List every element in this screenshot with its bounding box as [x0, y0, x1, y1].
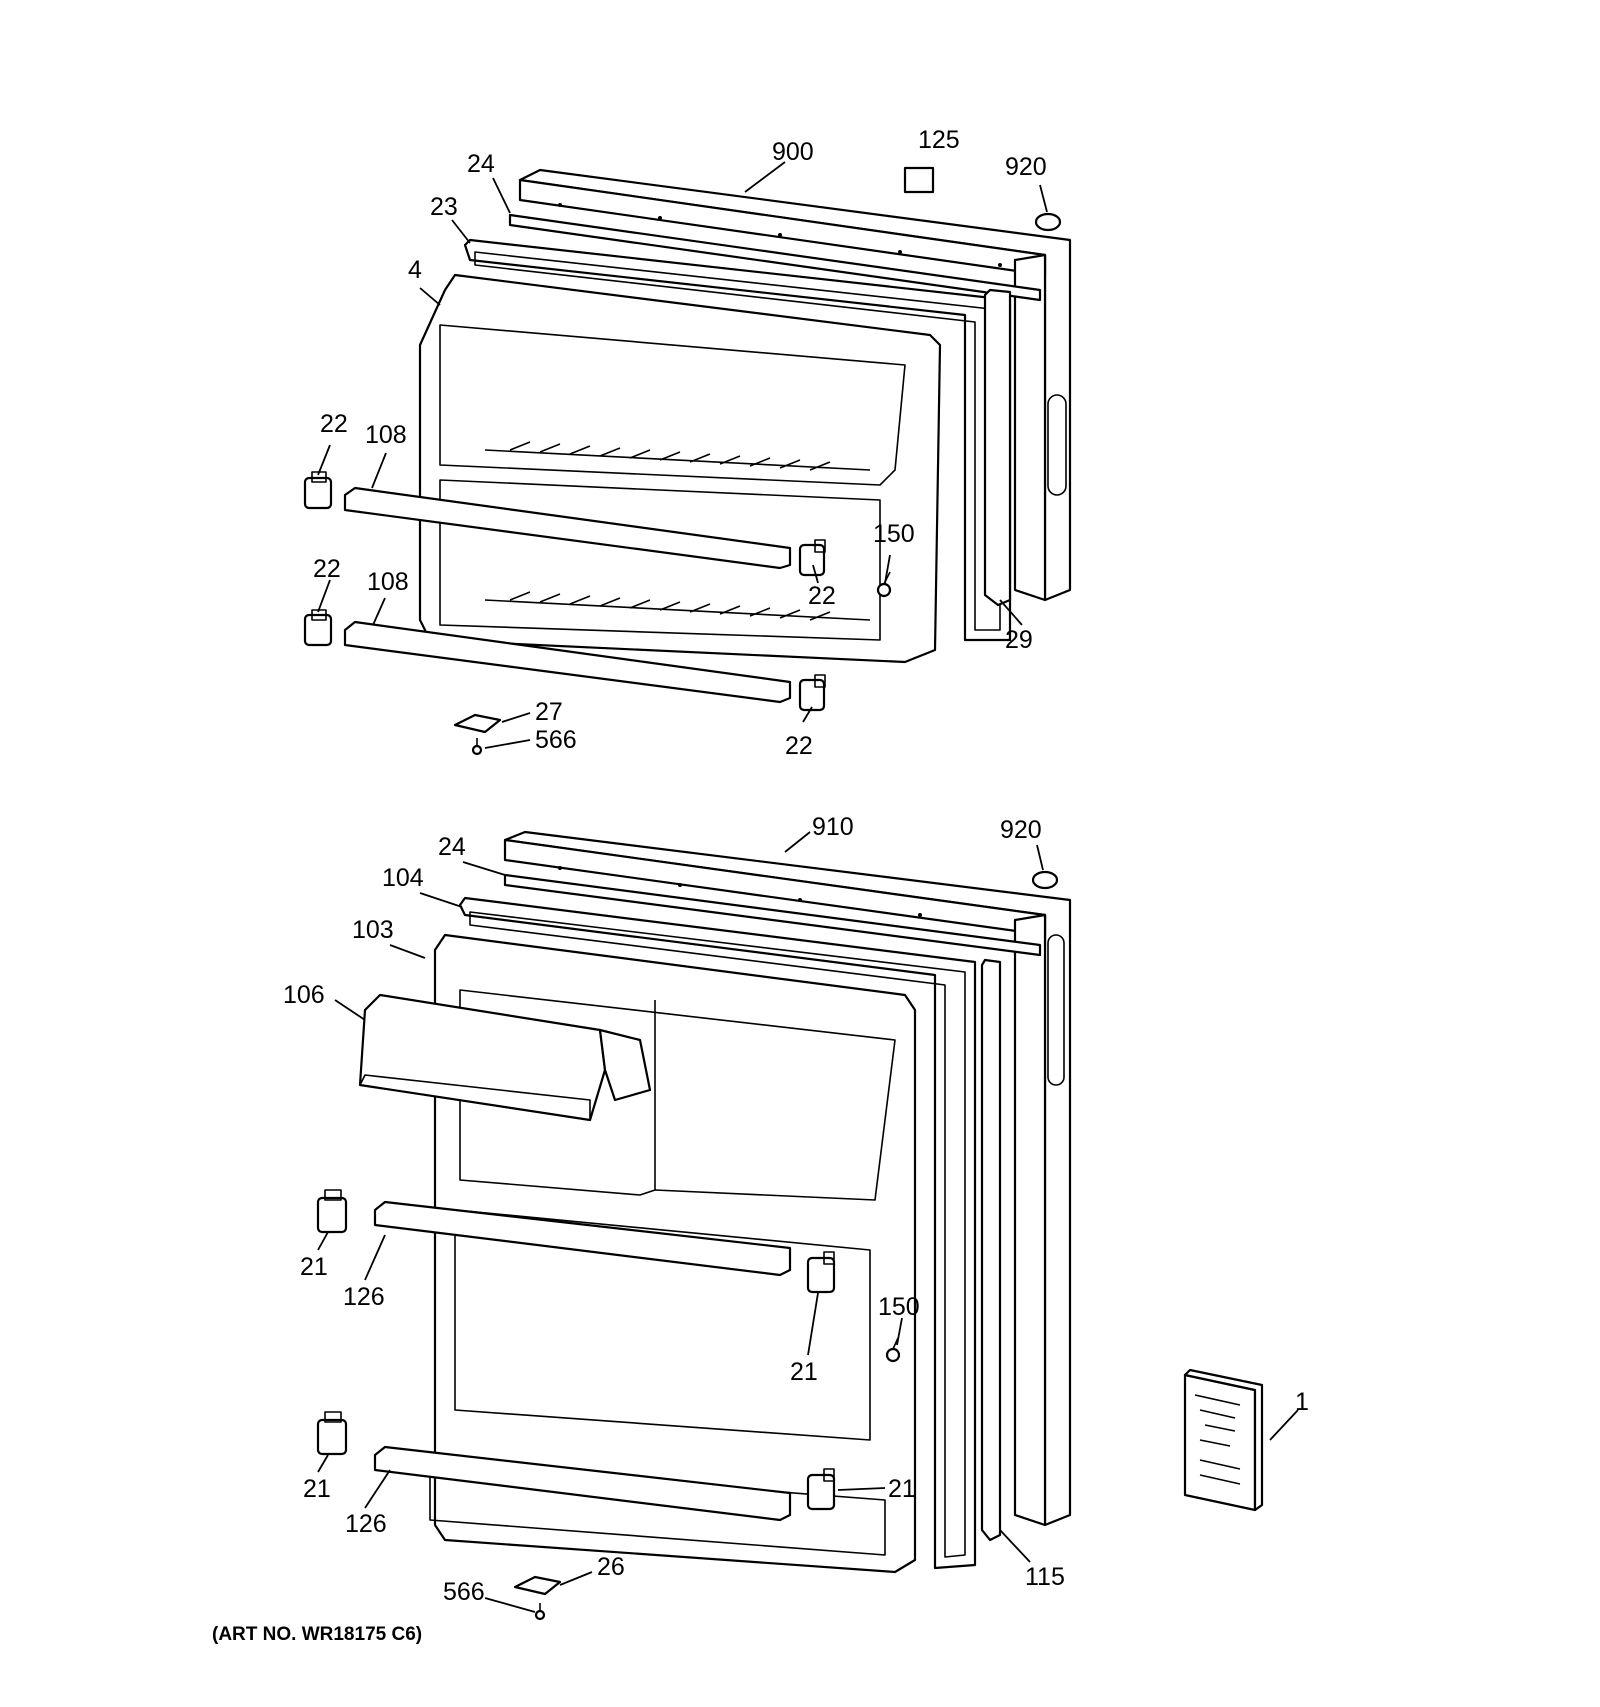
fresh-food-hinge-plug [1031, 870, 1059, 890]
callout-108-lower: 108 [367, 568, 409, 596]
fresh-food-dairy-compartment [358, 993, 652, 1122]
callout-22-bottom: 22 [785, 732, 813, 760]
fresh-food-breaker-strip [980, 958, 1002, 1542]
callout-910: 910 [812, 813, 854, 841]
callout-920-upper: 920 [1005, 153, 1047, 181]
callout-23: 23 [430, 193, 458, 221]
callout-126-upper: 126 [343, 1283, 385, 1311]
fresh-food-door-assembly [316, 830, 1072, 1621]
callout-108-upper: 108 [365, 421, 407, 449]
fresh-food-shelf-end-cap-left-upper [316, 1189, 348, 1234]
callout-126-lower: 126 [345, 1510, 387, 1538]
callout-26: 26 [597, 1553, 625, 1581]
freezer-outer-door-panel [518, 168, 1072, 602]
callout-4: 4 [408, 256, 422, 284]
callout-106: 106 [283, 981, 325, 1009]
callout-21-upper-left: 21 [300, 1253, 328, 1281]
freezer-door-gasket-top [508, 213, 1042, 302]
callout-150-upper: 150 [873, 520, 915, 548]
callout-115: 115 [1025, 1563, 1065, 1591]
freezer-door-assembly [303, 166, 1072, 756]
callout-1: 1 [1295, 1388, 1309, 1416]
freezer-shelf-end-cap-right-upper [798, 539, 826, 577]
callout-22-lower-left: 22 [313, 555, 341, 583]
fresh-food-shelf-bar-lower [373, 1445, 792, 1522]
fresh-food-door-gasket [458, 896, 977, 1570]
freezer-breaker-strip [983, 288, 1012, 607]
fresh-food-shelf-bar-upper [373, 1200, 792, 1277]
callout-22-upper-right: 22 [808, 582, 836, 610]
freezer-shelf-end-cap-right-lower [798, 674, 826, 712]
freezer-shelf-bar-lower [343, 620, 792, 704]
freezer-label [903, 166, 935, 194]
fresh-food-shelf-end-cap-left-lower [316, 1411, 348, 1456]
callout-150-lower: 150 [878, 1293, 920, 1321]
callout-103: 103 [352, 916, 394, 944]
owner-manual [1183, 1368, 1264, 1512]
callout-900: 900 [772, 138, 814, 166]
callout-566-upper: 566 [535, 726, 577, 754]
freezer-door-stop [453, 713, 502, 734]
fresh-food-door-gasket-top [503, 873, 1042, 957]
callout-labels: 900 125 920 24 23 4 22 108 150 22 22 108… [283, 126, 1309, 1606]
leader-lines [317, 161, 1299, 1613]
freezer-hinge-plug [1034, 212, 1062, 232]
callout-29: 29 [1005, 626, 1033, 654]
freezer-shelf-end-cap-left-lower [303, 609, 333, 647]
freezer-door-liner [418, 273, 942, 664]
fresh-food-outer-door-panel [503, 830, 1072, 1527]
callout-27: 27 [535, 698, 563, 726]
fresh-food-screw [885, 1337, 901, 1363]
fresh-food-door-stop-screw [534, 1603, 546, 1621]
freezer-shelf-end-cap-left-upper [303, 471, 333, 510]
callout-104: 104 [382, 864, 424, 892]
fresh-food-door-stop [513, 1575, 562, 1596]
freezer-shelf-bar-upper [343, 486, 792, 570]
callout-21-lower-right: 21 [888, 1475, 916, 1503]
freezer-screw [876, 571, 892, 598]
callout-125: 125 [918, 126, 960, 154]
callout-21-upper-right: 21 [790, 1358, 818, 1386]
freezer-door-stop-screw [471, 738, 483, 756]
callout-24-lower: 24 [438, 833, 466, 861]
callout-920-lower: 920 [1000, 816, 1042, 844]
callout-24-upper: 24 [467, 150, 495, 178]
art-number: (ART NO. WR18175 C6) [212, 1624, 422, 1645]
fresh-food-shelf-end-cap-right-lower [806, 1468, 836, 1511]
callout-21-lower-left: 21 [303, 1475, 331, 1503]
fresh-food-shelf-end-cap-right-upper [806, 1251, 836, 1294]
callout-22-upper-left: 22 [320, 410, 348, 438]
callout-566-lower: 566 [443, 1578, 485, 1606]
